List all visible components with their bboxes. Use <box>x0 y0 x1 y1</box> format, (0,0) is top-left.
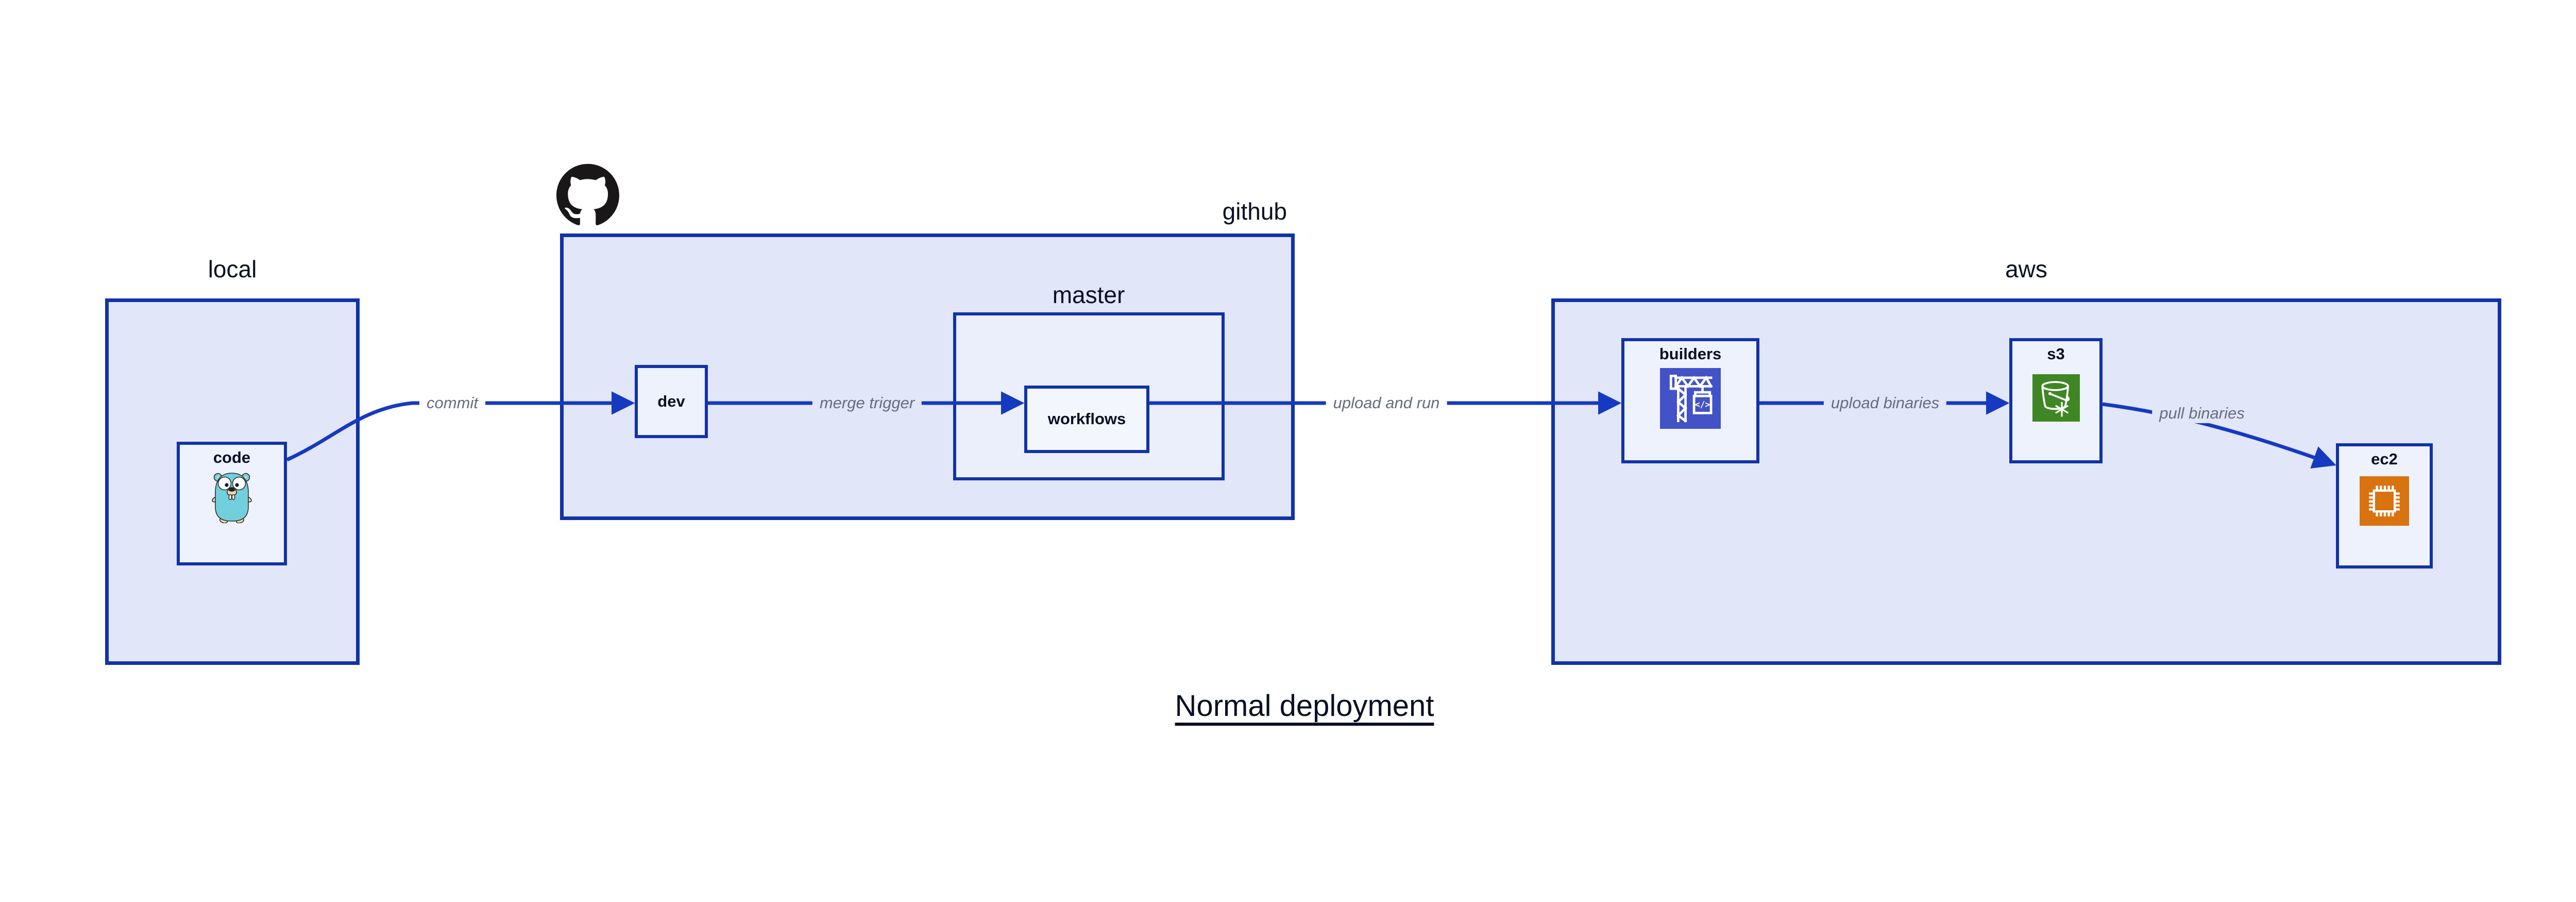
node-s3: s3 <box>2009 338 2103 463</box>
octocat-icon <box>556 164 619 229</box>
edge-label-upload-and-run: upload and run <box>1326 393 1447 413</box>
group-label-aws: aws <box>2005 256 2047 282</box>
node-builders-label: builders <box>1659 345 1722 363</box>
node-workflows-label: workflows <box>1047 410 1126 428</box>
edge-label-pull-binaries: pull binaries <box>2152 403 2252 424</box>
svg-text:</>: </> <box>1695 400 1710 410</box>
node-ec2: ec2 <box>2336 443 2433 569</box>
node-ec2-label: ec2 <box>2371 450 2398 468</box>
node-code-label: code <box>213 448 251 466</box>
group-label-master: master <box>1052 281 1125 308</box>
crane-container-codebuild-icon: </> <box>1660 368 1721 431</box>
edge-label-merge-trigger: merge trigger <box>812 393 922 413</box>
node-dev-label: dev <box>657 392 685 410</box>
node-dev: dev <box>635 365 708 438</box>
group-label-github: github <box>1222 198 1287 225</box>
node-code: code <box>177 442 287 565</box>
node-builders: builders </> <box>1621 338 1759 463</box>
diagram-title: Normal deployment <box>1175 689 1434 723</box>
edge-label-upload-binaries: upload binaries <box>1823 393 1947 413</box>
node-workflows: workflows <box>1024 386 1149 453</box>
cpu-chip-ec2-icon <box>2360 476 2409 528</box>
edge-label-commit: commit <box>419 393 485 413</box>
group-label-local: local <box>208 256 257 282</box>
node-s3-label: s3 <box>2047 345 2065 363</box>
bucket-snowflake-s3-icon <box>2032 374 2080 424</box>
go-gopher-icon <box>211 470 253 526</box>
